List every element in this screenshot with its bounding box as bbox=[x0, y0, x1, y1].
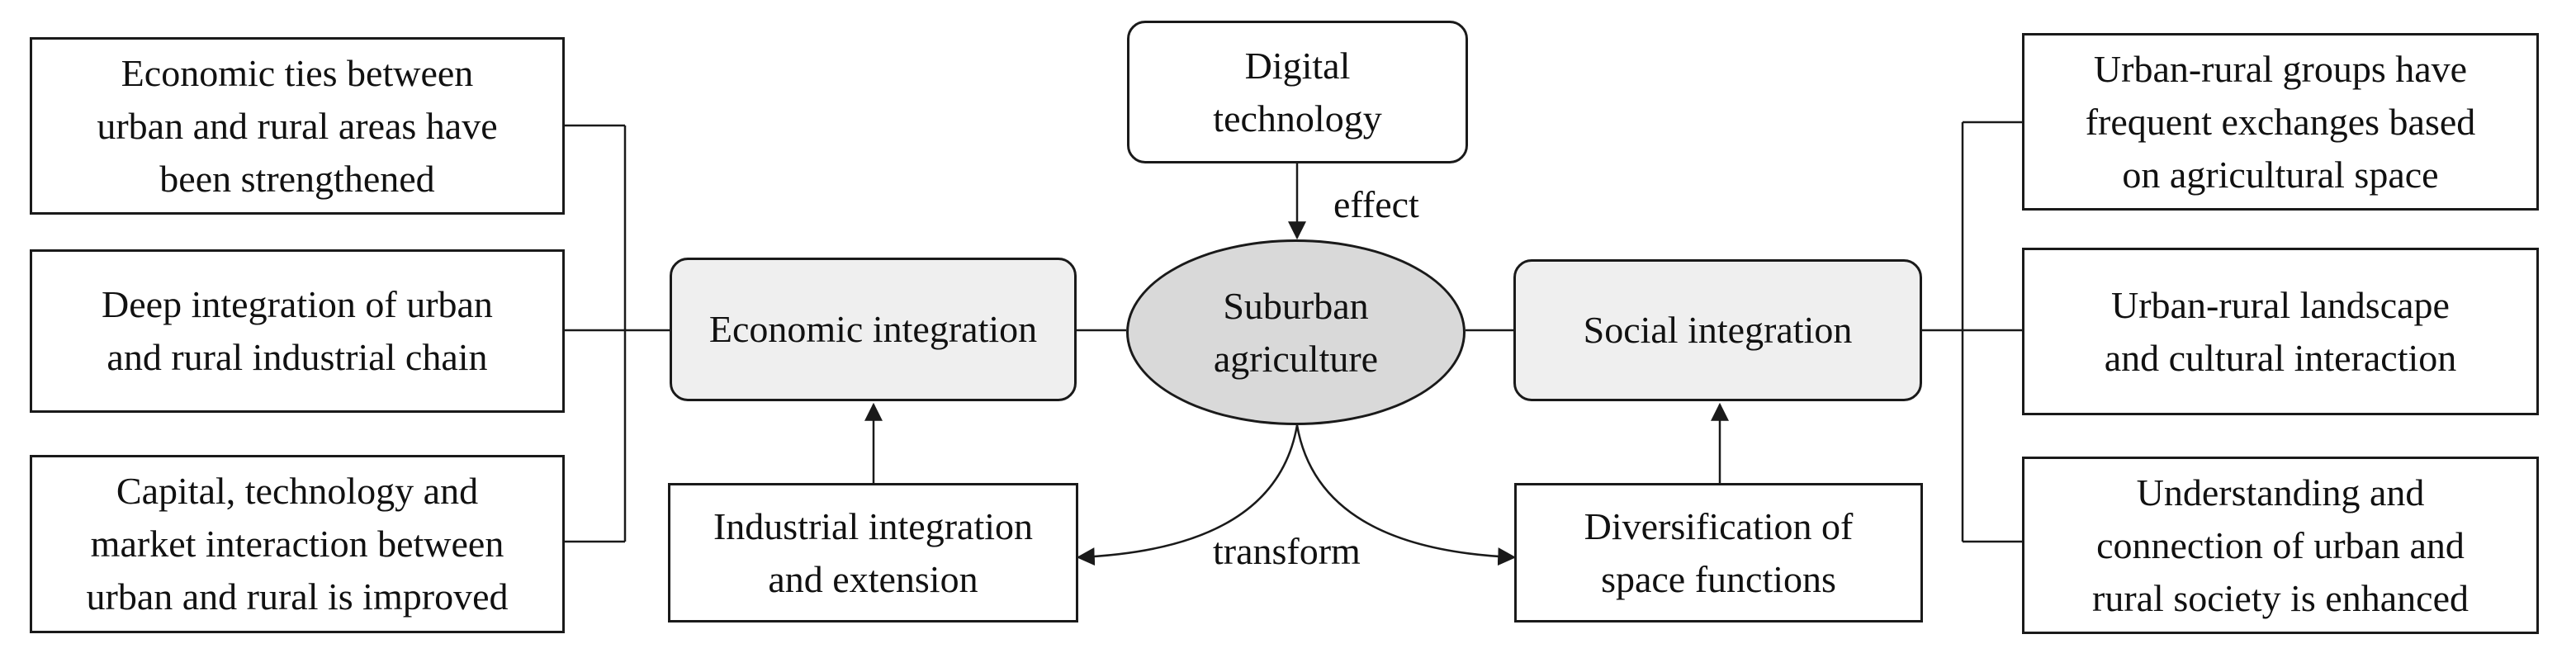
diversification-line-2: space functions bbox=[1601, 557, 1836, 600]
left-item-economic-ties: Economic ties between urban and rural are… bbox=[30, 37, 565, 215]
right-item-understanding-connection: Understanding and connection of urban and… bbox=[2022, 457, 2539, 634]
suburban-agriculture-node: Suburban agriculture bbox=[1126, 239, 1466, 425]
transform-label: transform bbox=[1213, 530, 1361, 572]
transform-curve-right bbox=[1295, 424, 1517, 566]
industrial-integration-line-1: Industrial integration bbox=[713, 504, 1034, 547]
left-item-3-line-1: Capital, technology and bbox=[116, 470, 479, 512]
digital-technology-box: Digital technology bbox=[1127, 21, 1468, 163]
left-item-capital-technology: Capital, technology and market interactio… bbox=[30, 455, 565, 633]
right-item-2-line-2: and cultural interaction bbox=[2104, 336, 2457, 379]
right-item-1-line-3: on agricultural space bbox=[2122, 153, 2439, 196]
left-item-2-line-1: Deep integration of urban bbox=[102, 283, 493, 325]
digital-technology-line-2: technology bbox=[1213, 97, 1382, 140]
digital-technology-line-1: Digital bbox=[1244, 44, 1351, 87]
effect-label: effect bbox=[1333, 183, 1419, 225]
left-item-3-line-2: market interaction between bbox=[90, 523, 504, 565]
transform-curve-left bbox=[1076, 424, 1299, 566]
industrial-integration-box: Industrial integration and extension bbox=[668, 483, 1078, 622]
left-item-1-line-3: been strengthened bbox=[159, 157, 435, 200]
economic-integration-box: Economic integration bbox=[670, 258, 1077, 401]
right-item-3-line-2: connection of urban and bbox=[2096, 523, 2465, 566]
center-line-2: agriculture bbox=[1213, 337, 1379, 380]
right-item-3-line-1: Understanding and bbox=[2136, 471, 2425, 514]
diversification-box: Diversification of space functions bbox=[1514, 483, 1923, 622]
industrial-integration-line-2: and extension bbox=[768, 557, 978, 600]
right-item-frequent-exchanges: Urban-rural groups have frequent exchange… bbox=[2022, 33, 2539, 211]
left-item-1-line-2: urban and rural areas have bbox=[97, 104, 498, 147]
right-item-1-line-2: frequent exchanges based bbox=[2085, 100, 2476, 143]
diversification-line-1: Diversification of bbox=[1584, 504, 1854, 547]
right-item-1-line-1: Urban-rural groups have bbox=[2093, 47, 2468, 90]
left-item-1-line-1: Economic ties between bbox=[121, 51, 474, 94]
right-item-3-line-3: rural society is enhanced bbox=[2092, 576, 2469, 619]
left-item-industrial-chain: Deep integration of urban and rural indus… bbox=[30, 249, 565, 413]
economic-integration-label: Economic integration bbox=[708, 308, 1038, 350]
center-line-1: Suburban bbox=[1223, 284, 1369, 327]
right-item-2-line-1: Urban-rural landscape bbox=[2111, 283, 2450, 326]
left-item-3-line-3: urban and rural is improved bbox=[86, 575, 509, 618]
right-item-landscape-culture: Urban-rural landscape and cultural intera… bbox=[2022, 248, 2539, 415]
social-integration-box: Social integration bbox=[1513, 259, 1922, 401]
left-item-2-line-2: and rural industrial chain bbox=[107, 336, 488, 378]
social-integration-label: Social integration bbox=[1583, 309, 1853, 351]
